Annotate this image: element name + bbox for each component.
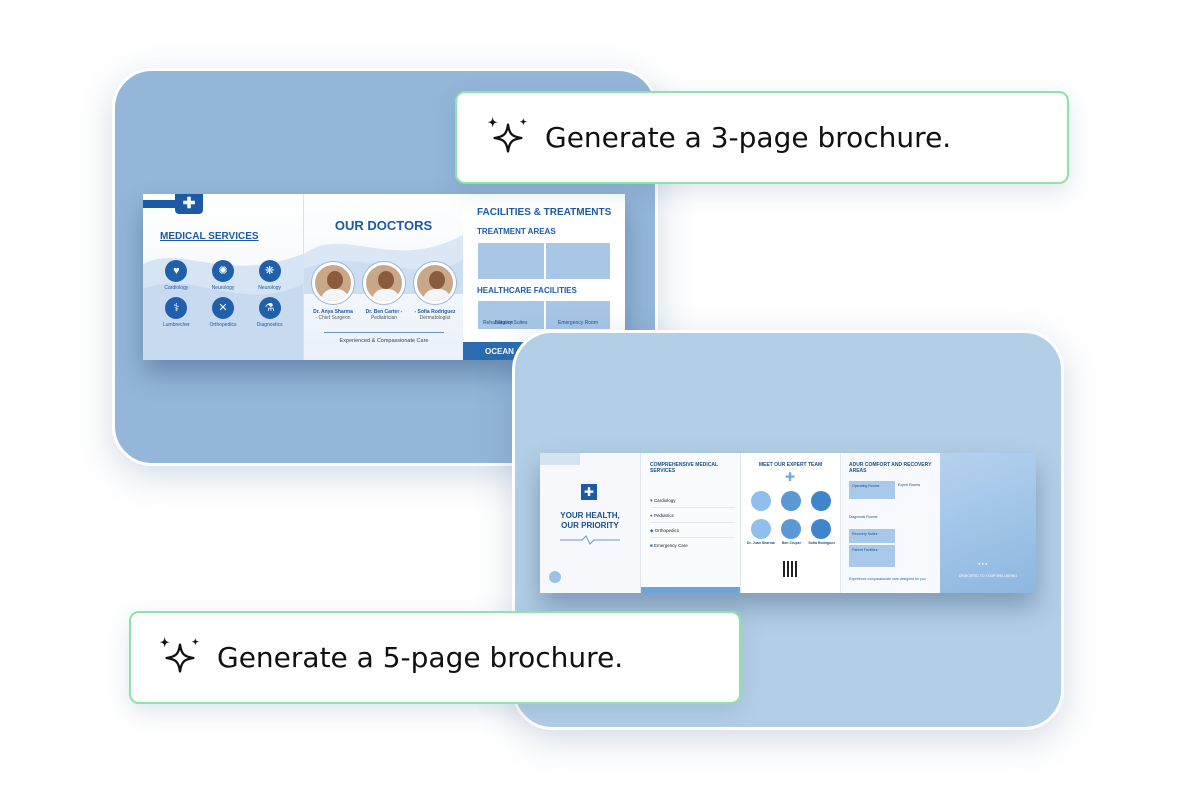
brochure-panel-our-doctors: OUR DOCTORS Dr. Anya Sharma- Chief Surge… bbox=[303, 194, 463, 360]
sparkles-icon bbox=[487, 116, 528, 153]
area-card: Operating Rooms bbox=[849, 481, 895, 499]
five-page-brochure: ✚ YOUR HEALTH, OUR PRIORITY COMPREHENSIV… bbox=[540, 453, 1036, 593]
area-card: Recovery Suites bbox=[849, 529, 895, 543]
medical-cross-icon: ✚ bbox=[581, 484, 597, 500]
service-item: ● Pediatrics bbox=[650, 508, 735, 523]
service-item: ■ Emergency Care bbox=[650, 543, 688, 548]
service-item: ✕Orthopedics bbox=[200, 297, 247, 328]
doctor-photo bbox=[414, 262, 456, 304]
sparkles-icon bbox=[159, 636, 200, 673]
cover-title-line1: YOUR HEALTH, bbox=[560, 511, 620, 520]
bone-icon: ◆ bbox=[650, 528, 655, 533]
logo-icon bbox=[549, 571, 561, 583]
section-heading: TREATMENT AREAS bbox=[463, 224, 625, 239]
medical-cross-icon: ✚ bbox=[785, 470, 796, 484]
brochure-panel-comfort: ADUR COMFORT AND RECOVERY AREAS Operatin… bbox=[840, 453, 940, 593]
service-item: ♥Cardiology bbox=[153, 260, 200, 291]
panel-title: MEDICAL SERVICES bbox=[160, 231, 259, 242]
prompt-text: Generate a 5-page brochure. bbox=[217, 641, 624, 674]
doctor-photo bbox=[363, 262, 405, 304]
brochure-panel-team: MEET OUR EXPERT TEAM ✚ Dr. Juan Sharma B… bbox=[740, 453, 840, 593]
avatar bbox=[751, 491, 771, 511]
footer-bar bbox=[641, 587, 740, 593]
corner-shape bbox=[540, 453, 580, 465]
heart-icon: ♥ bbox=[165, 260, 188, 282]
social-icons: ● ● ● bbox=[978, 561, 988, 566]
back-footer: DEDICATED TO YOUR WELLBEING bbox=[958, 574, 1018, 578]
prompt-3-page[interactable]: Generate a 3-page brochure. bbox=[455, 91, 1069, 184]
footer-text: OCEAN bbox=[485, 347, 514, 356]
team-avatars-row bbox=[751, 491, 831, 511]
stethoscope-icon: ⚕ bbox=[165, 297, 188, 319]
team-names: Dr. Juan Sharma Ben Cruper Sofia Rodrigu… bbox=[747, 541, 835, 545]
panel-title: COMPREHENSIVE MEDICAL SERVICES bbox=[650, 462, 718, 474]
avatar bbox=[811, 491, 831, 511]
child-icon: ● bbox=[650, 513, 654, 518]
heartbeat-line bbox=[560, 535, 620, 545]
avatar bbox=[811, 519, 831, 539]
tagline: Experienced & Compassionate Care bbox=[324, 332, 444, 344]
doctors-row: Dr. Anya Sharma- Chief Surgeon Dr. Ben C… bbox=[310, 262, 458, 321]
area-card: Patient Facilities bbox=[849, 545, 895, 567]
treatment-room-image bbox=[545, 242, 611, 280]
microscope-icon: ⚗ bbox=[258, 297, 281, 319]
medical-cross-icon: ✚ bbox=[175, 194, 203, 214]
services-grid: ♥Cardiology ✺Neurology ❋Neurology ⚕Lumbr… bbox=[153, 260, 293, 328]
panel-title: ADUR COMFORT AND RECOVERY AREAS bbox=[849, 462, 932, 474]
service-item: ✺Neurology bbox=[200, 260, 247, 291]
service-item: ◆ Orthopedics bbox=[650, 523, 735, 538]
avatar bbox=[781, 491, 801, 511]
brain-icon: ✺ bbox=[211, 260, 234, 282]
doctor-photo bbox=[312, 262, 354, 304]
facility-image: Emergency Room bbox=[545, 300, 611, 330]
header-stripe bbox=[143, 200, 175, 208]
panel-title: FACILITIES & TREATMENTS bbox=[477, 207, 612, 218]
prompt-5-page[interactable]: Generate a 5-page brochure. bbox=[129, 611, 741, 704]
area-label: Expert Rooms bbox=[898, 483, 921, 487]
tools-icon: ✕ bbox=[211, 297, 234, 319]
service-item: ♥ Cardiology bbox=[650, 493, 735, 508]
ambulance-icon: ■ bbox=[650, 543, 654, 548]
treatment-room-image bbox=[477, 242, 545, 280]
team-avatars-row bbox=[751, 519, 831, 539]
facility-caption: Rehabilitation bbox=[483, 320, 514, 326]
doctor-card: Dr. Ben Carter -Pediatrician bbox=[361, 262, 407, 321]
service-item: ❋Neurology bbox=[246, 260, 293, 291]
service-item: ⚕Lumbrecher bbox=[153, 297, 200, 328]
avatar bbox=[751, 519, 771, 539]
brochure-panel-services: COMPREHENSIVE MEDICAL SERVICES ♥ Cardiol… bbox=[640, 453, 740, 593]
prompt-text: Generate a 3-page brochure. bbox=[545, 121, 952, 154]
doctor-card: Dr. Anya Sharma- Chief Surgeon bbox=[310, 262, 356, 321]
brochure-panel-back: ● ● ● DEDICATED TO YOUR WELLBEING bbox=[940, 453, 1036, 593]
back-background bbox=[940, 453, 1036, 593]
area-label: Diagnostic Rooms bbox=[849, 515, 878, 519]
qr-code bbox=[783, 561, 799, 577]
section-heading: HEALTHCARE FACILITIES bbox=[463, 283, 625, 298]
neuron-icon: ❋ bbox=[258, 260, 281, 282]
panel-title: OUR DOCTORS bbox=[334, 218, 433, 233]
heart-icon: ♥ bbox=[650, 498, 654, 503]
facility-image: Surgery Suites bbox=[477, 300, 545, 330]
brochure-panel-cover: ✚ YOUR HEALTH, OUR PRIORITY bbox=[540, 453, 640, 593]
cover-title-line2: OUR PRIORITY bbox=[561, 521, 619, 530]
panel-footer: Experience compassionate care designed f… bbox=[849, 577, 926, 581]
brochure-panel-medical-services: ✚ MEDICAL SERVICES ♥Cardiology ✺Neurolog… bbox=[143, 194, 303, 360]
avatar bbox=[781, 519, 801, 539]
service-item: ⚗Diagnostics bbox=[246, 297, 293, 328]
services-list: ♥ Cardiology ● Pediatrics ◆ Orthopedics … bbox=[650, 493, 735, 553]
panel-title: MEET OUR EXPERT TEAM bbox=[758, 462, 823, 468]
three-page-brochure: ✚ MEDICAL SERVICES ♥Cardiology ✺Neurolog… bbox=[143, 194, 625, 360]
